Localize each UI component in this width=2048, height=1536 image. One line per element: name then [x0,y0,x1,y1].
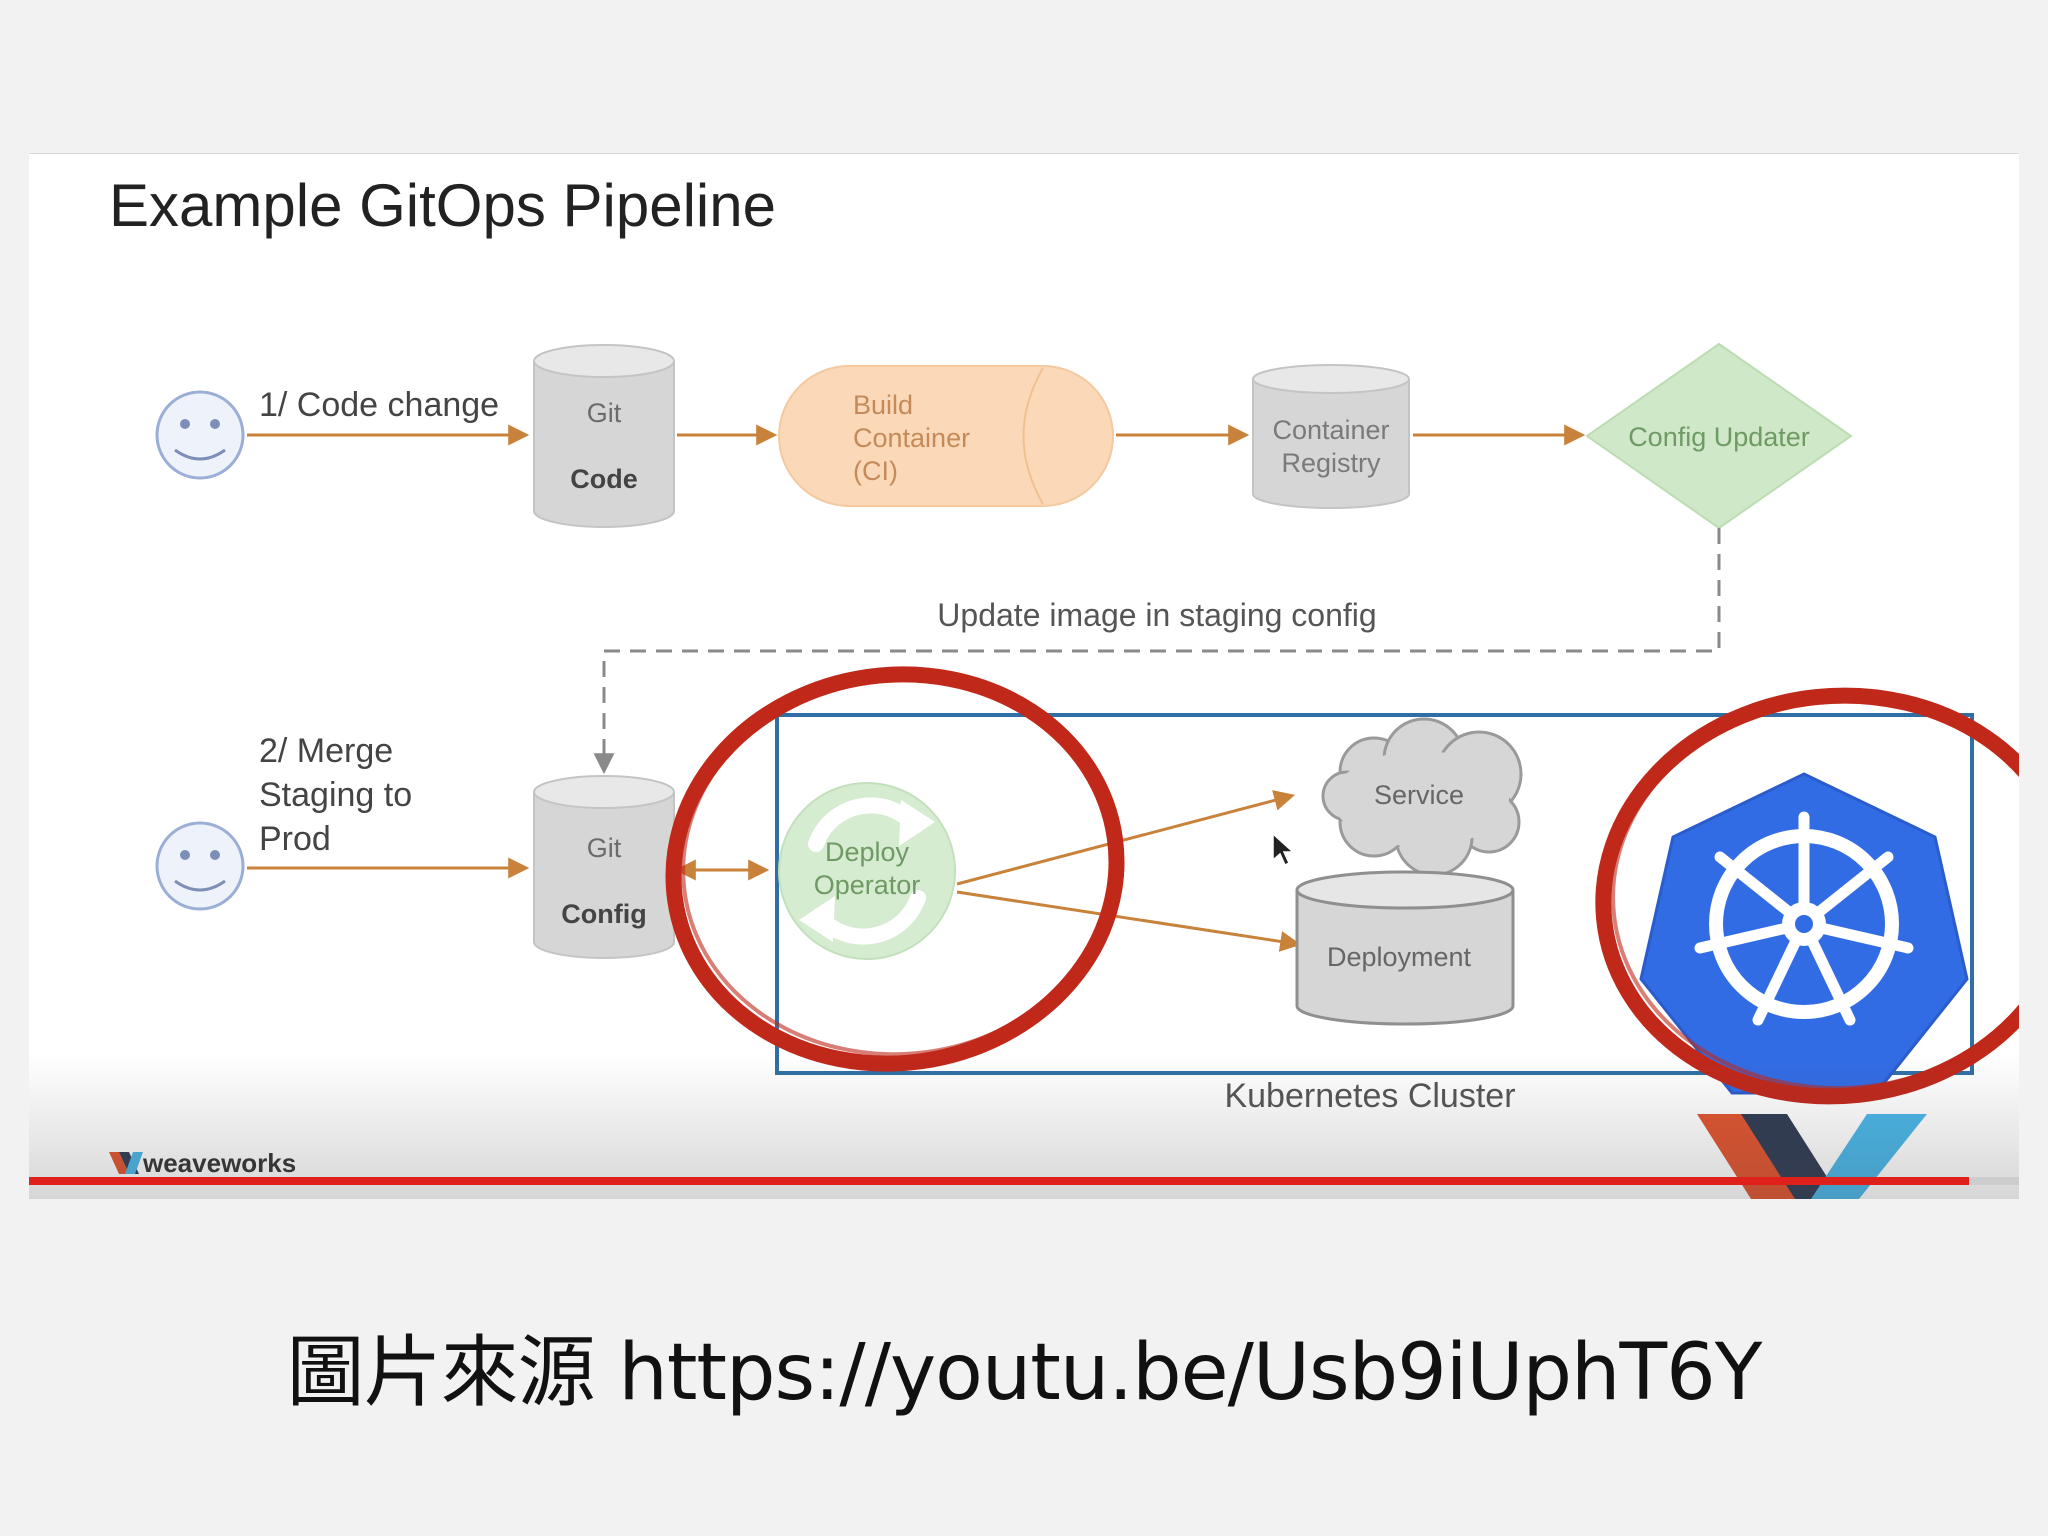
service-label: Service [1374,780,1464,810]
registry-label-line2: Registry [1281,448,1381,478]
developer-smiley-icon [155,390,245,480]
code-change-label: 1/ Code change [259,386,499,424]
red-annotation-circle-kubernetes [1595,687,2019,1105]
git-code-cylinder [533,344,675,528]
git-config-cylinder [533,775,675,959]
deployment-cylinder [1295,870,1515,1026]
video-progress-bar[interactable] [29,1177,2019,1185]
kubernetes-logo-icon [1639,772,1969,1095]
approver-smiley-icon [155,821,245,911]
video-slide: Example GitOps Pipeline 1/ Code change G… [29,153,2019,1199]
build-label-line3: (CI) [853,456,898,486]
image-source-caption: 圖片來源 https://youtu.be/Usb9iUphT6Y [286,1328,1763,1418]
deployment-label: Deployment [1327,942,1472,972]
build-container-ci-shape [778,365,1114,507]
weaveworks-w-logo-icon [1697,1114,1927,1199]
kubernetes-cluster-label: Kubernetes Cluster [1224,1077,1515,1115]
merge-label-line3: Prod [259,820,331,858]
deploy-label-line2: Operator [814,870,921,900]
merge-label-line2: Staging to [259,776,412,814]
weaveworks-small-logo-icon [109,1152,143,1174]
config-updater-label: Config Updater [1628,422,1810,452]
slide-title: Example GitOps Pipeline [109,172,776,239]
merge-label-line1: 2/ Merge [259,732,393,770]
update-image-label: Update image in staging config [937,597,1376,633]
build-label-line1: Build [853,390,913,420]
registry-label-line1: Container [1272,415,1389,445]
dashed-update-path [593,528,1721,775]
gitops-diagram: Example GitOps Pipeline 1/ Code change G… [109,172,2019,1199]
deploy-label-line1: Deploy [825,837,910,867]
arrow-to-service [956,790,1296,886]
build-label-line2: Container [853,423,970,453]
git-config-top-label: Git [587,833,622,863]
container-registry-cylinder [1252,364,1410,509]
deploy-operator-sync-icon [778,782,956,960]
kubernetes-cluster-box [775,713,1974,1075]
git-code-top-label: Git [587,398,622,428]
arrow-to-deployment [956,890,1302,952]
video-progress-fill [29,1177,1970,1185]
git-config-bottom-label: Config [561,899,646,929]
red-annotation-circle-operator [665,666,1125,1072]
mouse-cursor-icon [1272,832,1295,867]
weaveworks-brand-text: weaveworks [142,1148,296,1178]
service-cloud-icon [1321,717,1523,877]
git-code-bottom-label: Code [570,464,638,494]
